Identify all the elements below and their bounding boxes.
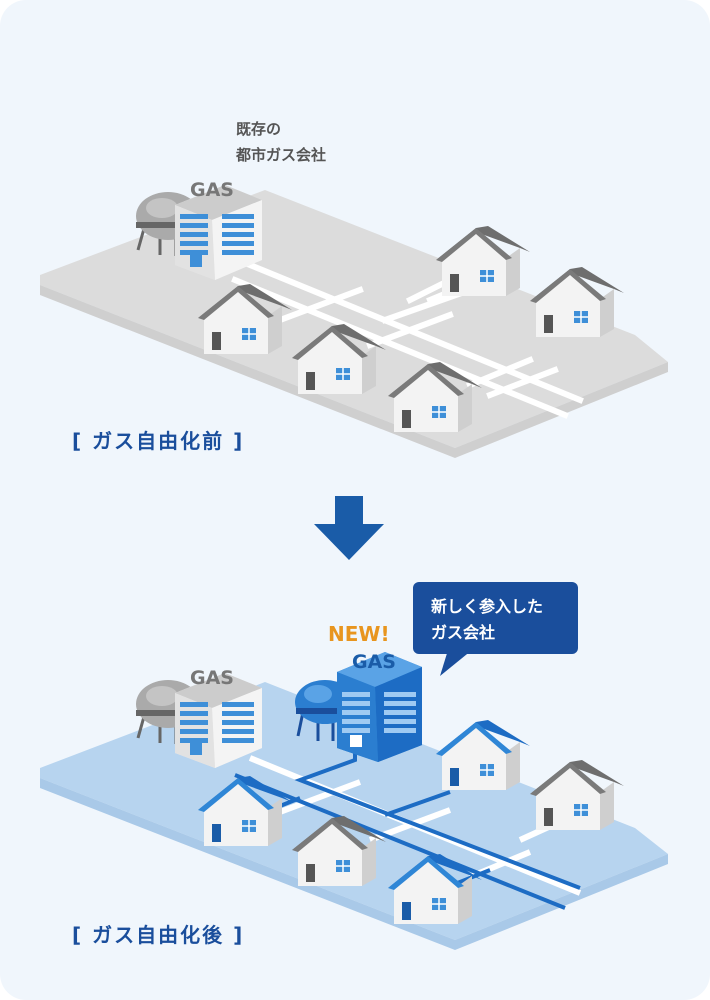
speech-bubble: 新しく参入した ガス会社 [413,582,578,676]
after-existing-gas-building: GAS [175,667,262,768]
bubble-text-1: 新しく参入した [431,597,543,616]
before-building-sign: GAS [190,179,234,201]
before-gas-building: GAS [175,179,262,280]
after-house-grey [529,759,625,831]
down-arrow-icon [314,496,384,560]
before-house [435,225,531,297]
before-company-label-1: 既存の [236,120,281,138]
new-badge: NEW! [328,622,390,646]
after-existing-building-sign: GAS [190,667,234,689]
bubble-text-2: ガス会社 [431,623,495,642]
before-section: GAS 既存の 都市ガス会社 [ ガス自由化前 ] [40,120,668,458]
after-caption: [ ガス自由化後 ] [72,923,244,947]
before-house [529,266,625,338]
after-new-building-sign: GAS [352,651,396,673]
before-caption: [ ガス自由化前 ] [72,429,244,453]
after-new-gas-building: GAS [337,651,422,762]
before-company-label-2: 都市ガス会社 [235,146,326,164]
after-house-blue [435,719,531,791]
after-section: GAS [40,582,668,950]
